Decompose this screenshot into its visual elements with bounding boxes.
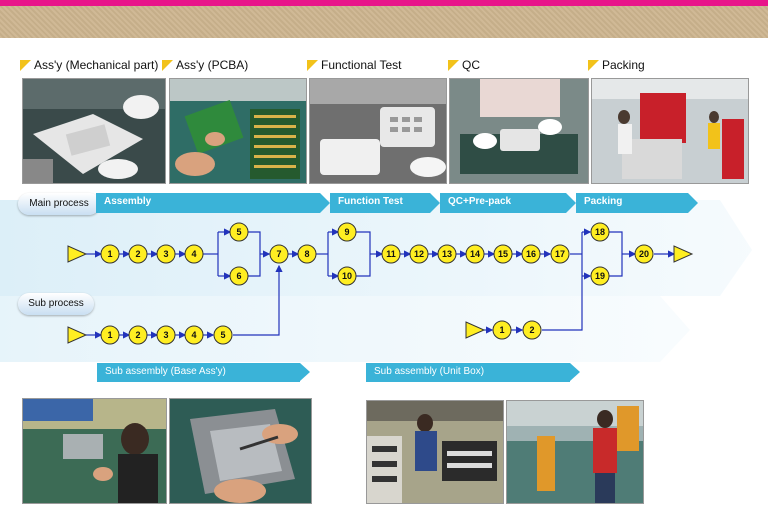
- photo-mechanical-assembly: [22, 78, 166, 184]
- photo-functional-test: [309, 78, 447, 184]
- sub-base-step-3: 3: [156, 325, 176, 345]
- main-step-7: 7: [269, 244, 289, 264]
- svg-text:4: 4: [191, 330, 196, 340]
- sub-assembly-unit-box: Sub assembly (Unit Box): [366, 363, 580, 382]
- svg-text:19: 19: [595, 271, 605, 281]
- sub-base-step-1: 1: [100, 325, 120, 345]
- sub-box-step-1: 1: [492, 320, 512, 340]
- header-band: [0, 6, 768, 38]
- sub-base-step-5: 5: [213, 325, 233, 345]
- svg-text:12: 12: [414, 249, 424, 259]
- main-step-4: 4: [184, 244, 204, 264]
- svg-text:9: 9: [344, 227, 349, 237]
- caption-text: Ass'y (PCBA): [176, 58, 249, 72]
- main-step-2: 2: [128, 244, 148, 264]
- svg-text:1: 1: [499, 325, 504, 335]
- sub-assembly-base: Sub assembly (Base Ass'y): [97, 363, 310, 382]
- caption-text: Functional Test: [321, 58, 402, 72]
- caption-functional-test: Functional Test: [307, 58, 402, 72]
- caption-mechanical: Ass'y (Mechanical part): [20, 58, 158, 72]
- main-step-14: 14: [465, 244, 485, 264]
- svg-text:4: 4: [191, 249, 196, 259]
- sub-box-step-2: 2: [522, 320, 542, 340]
- phase-function-test: Function Test: [330, 193, 440, 213]
- svg-text:2: 2: [135, 249, 140, 259]
- main-step-1: 1: [100, 244, 120, 264]
- svg-text:15: 15: [498, 249, 508, 259]
- main-step-19: 19: [590, 266, 610, 286]
- photo-qc: [449, 78, 589, 184]
- svg-text:1: 1: [107, 249, 112, 259]
- svg-text:14: 14: [470, 249, 480, 259]
- caption-qc: QC: [448, 58, 480, 72]
- main-step-6: 6: [229, 266, 249, 286]
- main-step-5: 5: [229, 222, 249, 242]
- lane-label: Sub process: [28, 298, 84, 309]
- photo-pcba-assembly: [169, 78, 307, 184]
- caption-text: QC: [462, 58, 480, 72]
- main-step-9: 9: [337, 222, 357, 242]
- top-accent-bar: [0, 0, 768, 6]
- photo-packing: [591, 78, 749, 184]
- sub-assembly-label: Sub assembly (Unit Box): [374, 366, 485, 377]
- main-step-10: 10: [337, 266, 357, 286]
- svg-text:5: 5: [236, 227, 241, 237]
- phase-label: Packing: [584, 196, 623, 207]
- svg-text:10: 10: [342, 271, 352, 281]
- sub-base-step-4: 4: [184, 325, 204, 345]
- svg-text:20: 20: [639, 249, 649, 259]
- svg-text:17: 17: [555, 249, 565, 259]
- svg-text:2: 2: [529, 325, 534, 335]
- svg-text:2: 2: [135, 330, 140, 340]
- photo-unit-box-1: [366, 400, 504, 504]
- phase-label: Assembly: [104, 196, 152, 207]
- svg-text:11: 11: [386, 249, 396, 259]
- main-step-20: 20: [634, 244, 654, 264]
- main-step-17: 17: [550, 244, 570, 264]
- svg-text:16: 16: [526, 249, 536, 259]
- photo-base-assembly-2: [169, 398, 312, 504]
- svg-text:7: 7: [276, 249, 281, 259]
- main-step-13: 13: [437, 244, 457, 264]
- caption-packing: Packing: [588, 58, 645, 72]
- caption-text: Packing: [602, 58, 645, 72]
- lane-sub-process: Sub process: [18, 293, 94, 315]
- sub-assembly-label: Sub assembly (Base Ass'y): [105, 366, 226, 377]
- phase-assembly: Assembly: [96, 193, 330, 213]
- main-step-8: 8: [297, 244, 317, 264]
- lane-main-process: Main process: [18, 193, 100, 215]
- phase-qc-prepack: QC+Pre-pack: [440, 193, 576, 213]
- photo-unit-box-2: [506, 400, 644, 504]
- svg-text:6: 6: [236, 271, 241, 281]
- svg-text:13: 13: [442, 249, 452, 259]
- main-step-16: 16: [521, 244, 541, 264]
- svg-text:5: 5: [220, 330, 225, 340]
- svg-text:8: 8: [304, 249, 309, 259]
- phase-label: Function Test: [338, 196, 403, 207]
- sub-base-step-2: 2: [128, 325, 148, 345]
- phase-label: QC+Pre-pack: [448, 196, 512, 207]
- caption-text: Ass'y (Mechanical part): [34, 58, 159, 72]
- main-step-18: 18: [590, 222, 610, 242]
- svg-text:3: 3: [163, 330, 168, 340]
- svg-text:3: 3: [163, 249, 168, 259]
- main-step-12: 12: [409, 244, 429, 264]
- main-step-3: 3: [156, 244, 176, 264]
- svg-text:1: 1: [107, 330, 112, 340]
- photo-base-assembly-1: [22, 398, 167, 504]
- lane-label: Main process: [29, 198, 89, 209]
- caption-pcba: Ass'y (PCBA): [162, 58, 248, 72]
- svg-text:18: 18: [595, 227, 605, 237]
- main-step-11: 11: [381, 244, 401, 264]
- phase-packing: Packing: [576, 193, 698, 213]
- main-step-15: 15: [493, 244, 513, 264]
